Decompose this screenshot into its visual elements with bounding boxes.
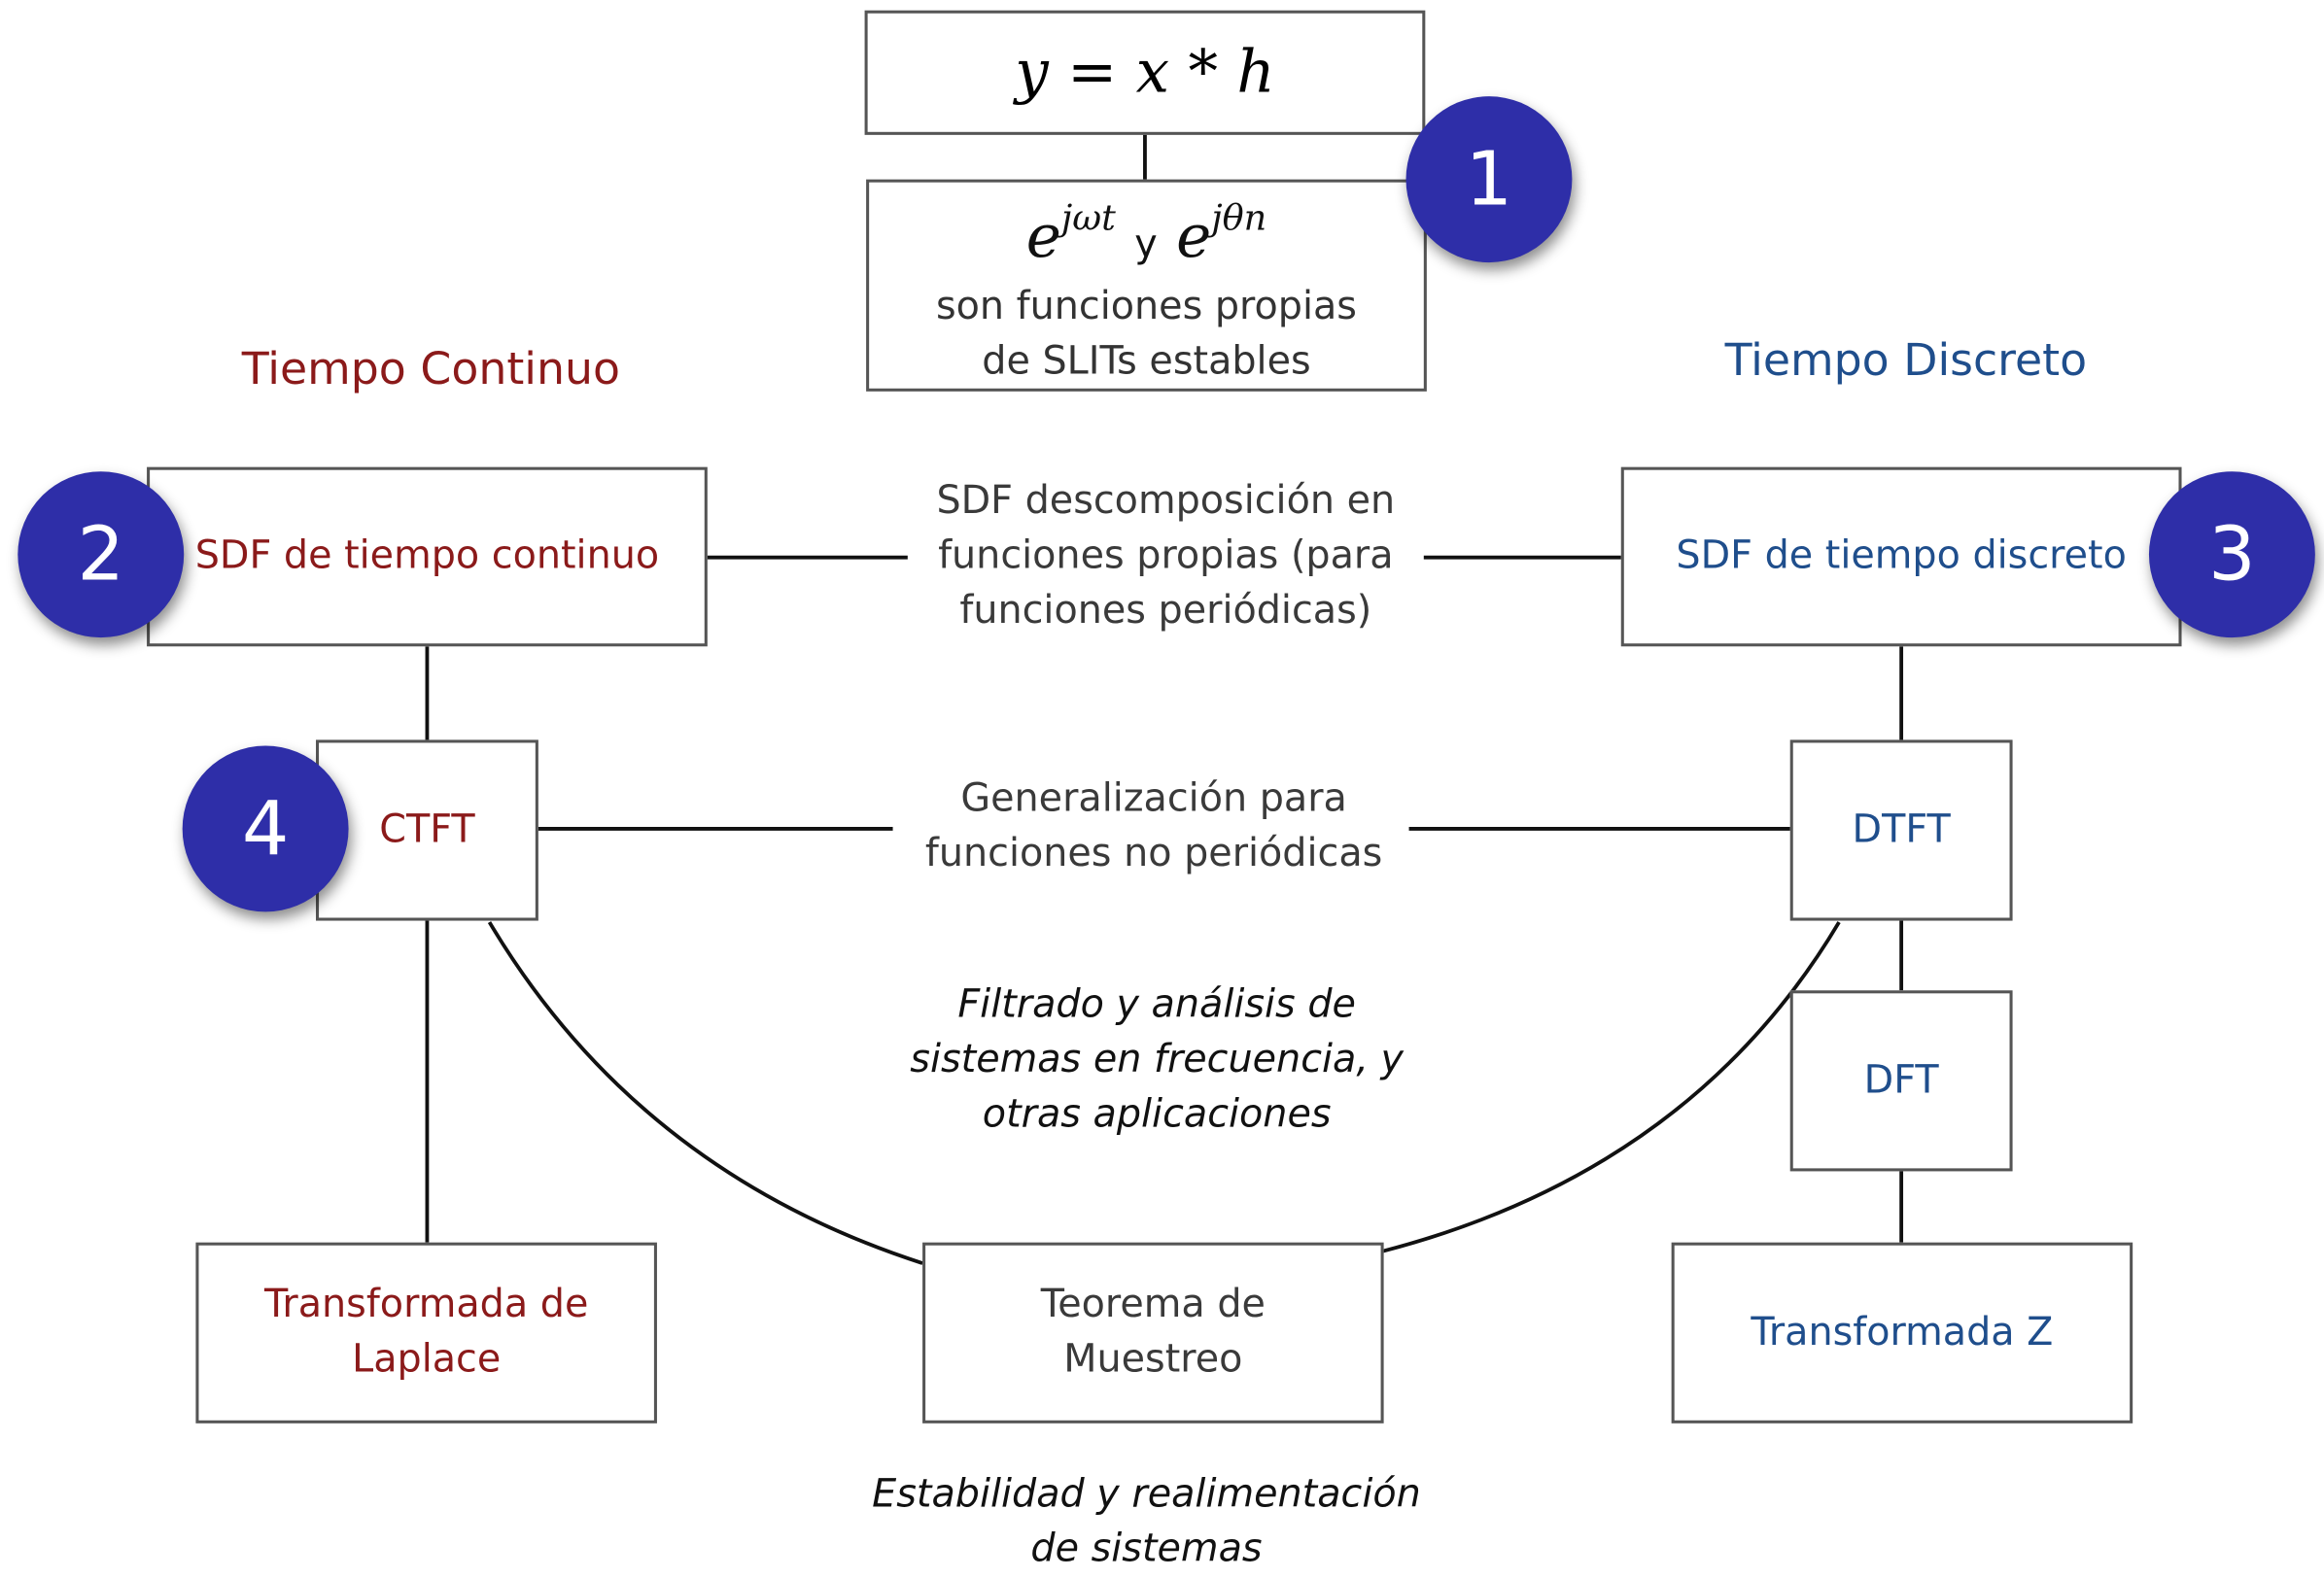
sdf-edge-line2: funciones propias (para	[938, 533, 1394, 579]
dtft-label: DTFT	[1852, 806, 1951, 852]
eigen-line2: son funciones propias	[935, 284, 1357, 328]
stability-label: Estabilidad y realimentación de sistemas	[846, 1468, 1447, 1578]
ctft-box: CTFT	[316, 739, 538, 921]
ctft-label: CTFT	[379, 806, 475, 852]
eigen-and: y	[1134, 222, 1158, 266]
sdf-discrete-box: SDF de tiempo discreto	[1620, 466, 2182, 647]
heading-discrete-time: Tiempo Discreto	[1724, 334, 2088, 388]
eigen-line3: de SLITs estables	[982, 338, 1311, 384]
z-transform-box: Transformada Z	[1671, 1242, 2133, 1424]
filtering-line3: otras aplicaciones	[982, 1092, 1332, 1138]
dft-box: DFT	[1789, 990, 2013, 1172]
eigen-exp-dt-sup: jθn	[1211, 196, 1267, 238]
sdf-edge-line1: SDF descomposición en	[936, 478, 1396, 524]
generalization-line2: funciones no periódicas	[924, 832, 1383, 876]
badge-3: 3	[2148, 471, 2315, 638]
stability-line2: de sistemas	[1030, 1527, 1263, 1572]
sdf-edge-label: SDF descomposición en funciones propias …	[890, 474, 1442, 638]
badge-4: 4	[182, 745, 349, 912]
sampling-line2: Muestreo	[1063, 1337, 1243, 1383]
eigenfunctions-box: ejωt y ejθn son funciones propias de SLI…	[866, 179, 1427, 392]
sampling-line1: Teorema de	[1040, 1282, 1266, 1327]
generalization-edge-label: Generalización para funciones no periódi…	[885, 772, 1422, 882]
convolution-formula: y = x * h	[1015, 37, 1275, 107]
filtering-line2: sistemas en frecuencia, y	[910, 1038, 1405, 1082]
stability-line1: Estabilidad y realimentación	[872, 1472, 1421, 1517]
eigen-exp-ct-sup: jωt	[1060, 196, 1116, 238]
convolution-box: y = x * h	[864, 10, 1426, 135]
laplace-line1: Transformada de	[264, 1282, 589, 1327]
generalization-line1: Generalización para	[960, 776, 1347, 822]
heading-continuous-time: Tiempo Continuo	[241, 343, 621, 396]
eigen-formula: ejωt y ejθn	[1026, 182, 1266, 280]
laplace-line2: Laplace	[352, 1337, 502, 1383]
dft-label: DFT	[1863, 1057, 1939, 1103]
dtft-box: DTFT	[1789, 739, 2013, 921]
laplace-box: Transformada de Laplace	[195, 1242, 657, 1424]
eigen-exp-dt: e	[1176, 202, 1212, 271]
sdf-continuous-label: SDF de tiempo continuo	[194, 533, 660, 579]
sampling-theorem-box: Teorema de Muestreo	[922, 1242, 1384, 1424]
sdf-continuous-box: SDF de tiempo continuo	[147, 466, 708, 647]
sdf-discrete-label: SDF de tiempo discreto	[1676, 533, 2127, 579]
badge-2: 2	[17, 471, 185, 638]
eigen-exp-ct: e	[1025, 202, 1061, 271]
sdf-edge-line3: funciones periódicas)	[959, 588, 1372, 634]
filtering-line1: Filtrado y análisis de	[957, 982, 1356, 1028]
badge-1: 1	[1405, 96, 1573, 263]
arc-ctft-sampling	[487, 921, 923, 1265]
filtering-label: Filtrado y análisis de sistemas en frecu…	[890, 978, 1424, 1143]
z-transform-label: Transformada Z	[1751, 1310, 2054, 1355]
arc-dtft-sampling	[1381, 921, 1841, 1253]
